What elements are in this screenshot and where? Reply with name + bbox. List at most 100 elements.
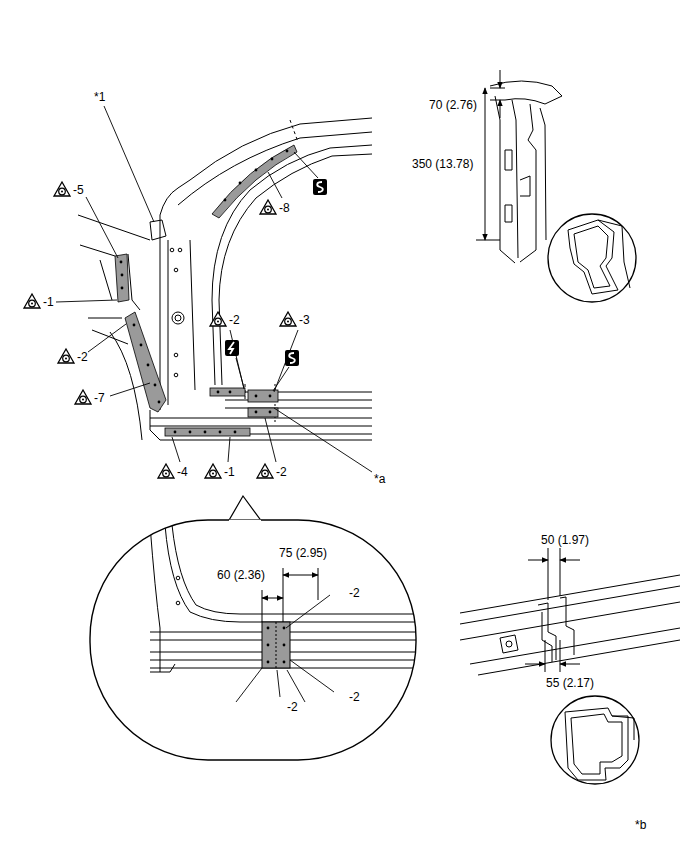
inset-view [150,664,175,672]
part-callout: *a [373,472,386,486]
inset-view [276,622,277,668]
dimension: 60 (2.36) [216,568,266,582]
part-callout: *b [634,818,647,832]
section-view [571,714,622,774]
weld-spot [267,661,270,664]
pillar-part [500,70,501,88]
leader-line [172,437,180,462]
body-side-view [78,215,150,240]
rocker-part [460,602,680,640]
rocker-part [460,548,680,675]
part-callout: *1 [93,90,106,104]
pillar-part [490,81,562,104]
work-area [165,428,250,436]
body-side-view [212,145,372,385]
body-side-view [160,118,372,232]
callout-symbol [205,464,221,478]
callout-symbol [260,200,276,214]
inset-view [165,525,416,622]
callout-number: -8 [278,201,291,215]
callout-number: -2 [286,700,299,714]
callout-symbol [210,312,226,326]
body-side-view [225,408,372,409]
weld-spot [189,431,192,434]
pillar-part [520,104,536,262]
weld-spot [140,344,143,347]
body-side-view [88,318,122,319]
body-side-view [150,418,372,419]
callout-symbol [280,312,296,326]
illustration [229,520,261,523]
body-side-view [190,240,195,390]
weld-spot [267,627,286,664]
body-side-view [178,132,372,205]
section-view [551,696,639,784]
section-view [568,220,618,294]
dimension: 55 (2.17) [545,676,595,690]
leader-line [286,595,330,628]
inset-view [262,590,263,622]
rocker-part [500,635,518,653]
weld-spot [120,150,289,434]
inset-view [283,575,318,576]
dimension: 75 (2.95) [278,546,328,560]
weld-spot [204,431,207,434]
rocker-part [560,664,580,665]
callout-number: -3 [298,313,311,327]
pillar-part [490,100,505,101]
callout-number: -2 [76,350,89,364]
callout-number: -2 [275,465,288,479]
section-view [565,708,628,780]
rocker-part [560,597,574,655]
inset-view [150,525,416,672]
rocker-part [560,560,580,561]
pillar-part [512,100,518,258]
pillar-part [476,240,500,241]
callout-number: -1 [42,295,55,309]
leader-line [287,670,305,702]
body-side-view [175,315,181,321]
weld-spot [147,364,150,367]
weld-spot [267,644,270,647]
weld-spot [219,431,222,434]
callout-number: -4 [176,465,189,479]
body-side-view [80,245,115,256]
callout-symbol [158,464,174,478]
body-side-view [174,353,178,357]
pillar-part [490,88,505,89]
weld-spot [267,627,270,630]
body-side-view [168,240,169,405]
repair-symbol [285,350,299,366]
work-area [115,145,297,436]
inset-view [176,601,180,605]
weld-spot [283,627,286,630]
body-side-view [170,248,174,252]
weld-spot [158,401,161,404]
repair-symbol [313,179,327,195]
inset-view [283,568,284,622]
weld-spot [255,395,258,398]
callout-symbol [257,464,273,478]
body-side-view [78,118,372,440]
body-side-view [174,373,178,377]
body-side-view [160,440,372,441]
dimension: 50 (1.97) [540,533,590,547]
leader-line [86,197,118,258]
section-view [574,226,610,288]
body-side-view [128,254,140,310]
body-side-view [225,400,372,401]
leader-line [228,437,230,462]
repair-symbol [225,340,239,356]
inset-view [262,622,290,668]
leader-line [274,408,372,472]
work-area [248,408,278,417]
pillar-part [495,96,515,263]
weld-spot [133,324,136,327]
work-area [210,388,245,396]
weld-spot [224,199,227,202]
leader-line [56,106,372,472]
leader-line [274,330,298,392]
section-view [598,220,630,288]
